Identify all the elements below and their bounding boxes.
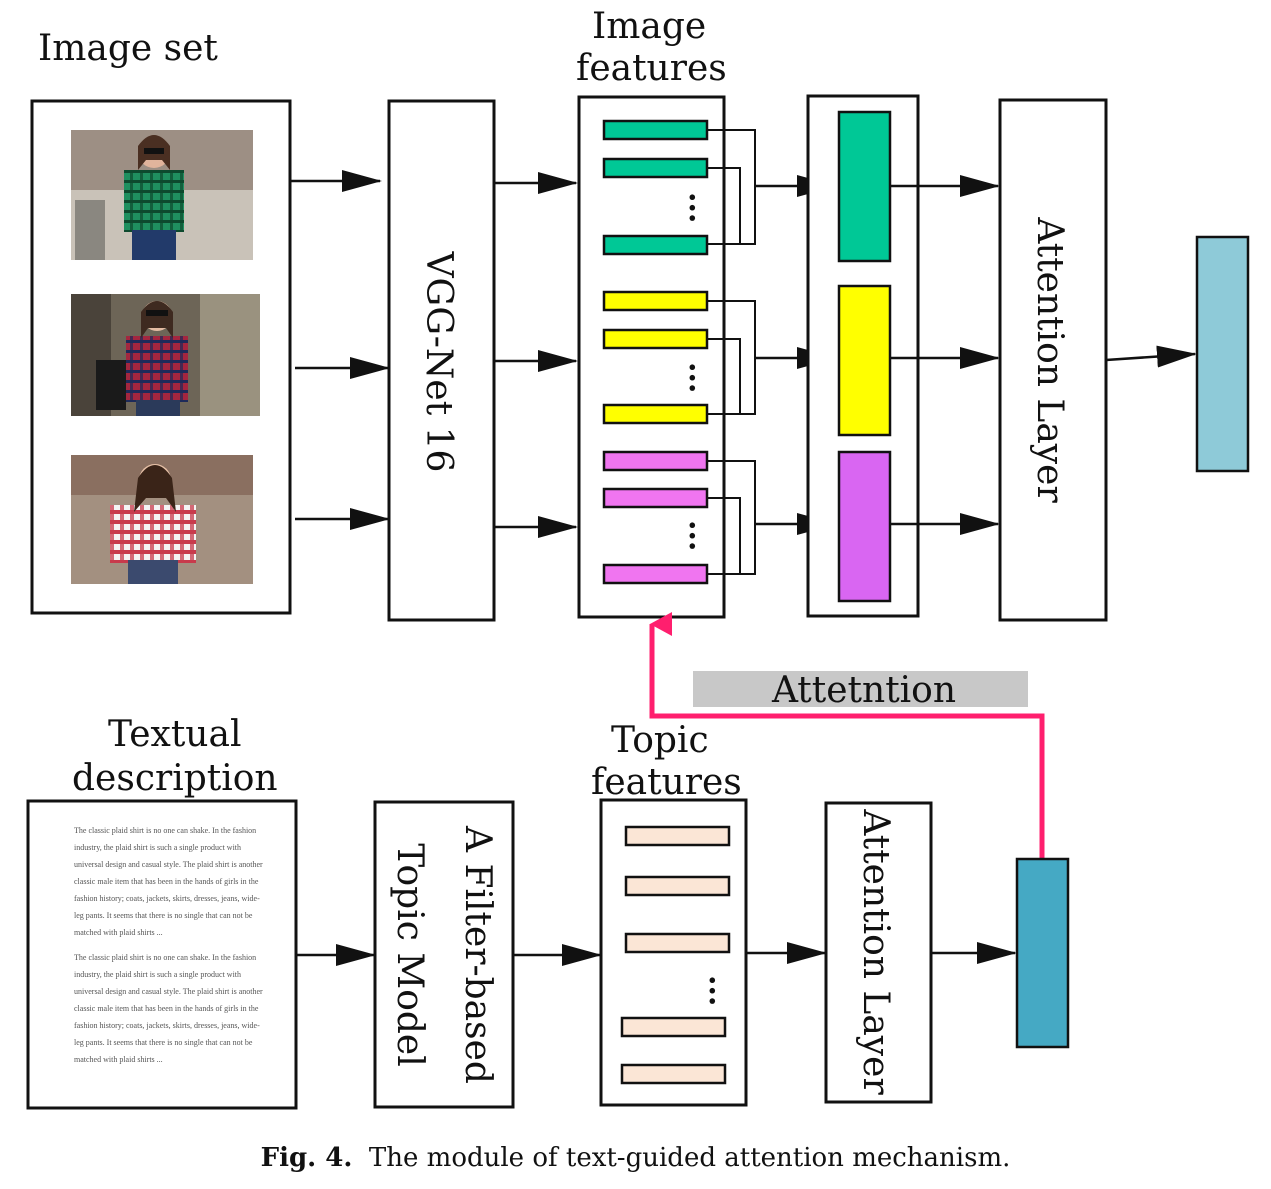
aggregated-bar-green [837, 110, 892, 263]
image-features-box [577, 95, 726, 619]
photo-red-plaid [71, 294, 260, 416]
feature-bar-magenta-3 [602, 563, 709, 585]
attention-tag-label: Attetntion [771, 670, 956, 711]
paragraph-line: classic male item that has been in the h… [74, 877, 259, 886]
feature-bar-magenta-2 [602, 487, 709, 509]
paragraph-line: fashion history; coats, jackets, skirts,… [74, 894, 260, 903]
textual-label-2: description [72, 758, 278, 799]
textual-label-1: Textual [108, 714, 241, 755]
feature-bar-yellow-1 [602, 290, 709, 312]
text-output-vector [1015, 857, 1070, 1049]
topic-model-label-1: A Filter-based [457, 825, 498, 1084]
diagram: Image set Image features [26, 6, 1250, 1110]
paragraph-line: The classic plaid shirt is no one can sh… [74, 953, 256, 962]
feature-bar-green-3 [602, 234, 709, 256]
paragraph-line: universal design and casual style. The p… [74, 860, 263, 869]
paragraph-line: matched with plaid shirts ... [74, 928, 163, 937]
feature-bar-magenta-1 [602, 450, 709, 472]
aggregated-bar-purple [837, 450, 892, 603]
paragraph-1: The classic plaid shirt is no one can sh… [74, 826, 263, 937]
topic-bar-2 [624, 875, 731, 897]
attention-feedback-arrow [649, 612, 1045, 860]
topic-bar-5 [620, 1063, 727, 1085]
attention-layer-bottom-box [824, 801, 933, 1104]
image-features-label-1: Image [592, 6, 706, 47]
vgg-label: VGG-Net 16 [418, 251, 459, 473]
aggregated-bar-yellow [837, 284, 892, 437]
arrow-attn-output [1105, 345, 1197, 368]
feature-bar-green-1 [602, 119, 709, 141]
paragraph-line: industry, the plaid shirt is such a sing… [74, 843, 241, 852]
topic-model-box [373, 800, 515, 1109]
ellipsis-topic: ... [702, 975, 737, 1006]
feature-bar-yellow-3 [602, 403, 709, 425]
topic-model-label-2: Topic Model [389, 843, 430, 1066]
image-output-vector [1195, 235, 1250, 473]
paragraph-line: leg pants. It seems that there is no sin… [74, 1038, 253, 1047]
paragraph-line: leg pants. It seems that there is no sin… [74, 911, 253, 920]
paragraph-line: matched with plaid shirts ... [74, 1055, 163, 1064]
feature-bar-yellow-2 [602, 328, 709, 350]
topic-label-2: features [591, 762, 742, 803]
ellipsis-magenta: ... [682, 520, 717, 551]
topic-bar-1 [624, 825, 731, 847]
vgg-box [387, 99, 496, 622]
attention-layer-top-label: Attention Layer [1029, 216, 1070, 503]
topic-bar-3 [624, 932, 731, 954]
caption-prefix: Fig. 4. [260, 1143, 353, 1173]
figure-caption: Fig. 4. The module of text-guided attent… [0, 1143, 1271, 1173]
paragraph-line: universal design and casual style. The p… [74, 987, 263, 996]
attention-layer-top-box [998, 98, 1108, 622]
photo-red-white-plaid [71, 455, 253, 584]
bracket-magenta [707, 460, 756, 575]
image-features-label-2: features [576, 48, 727, 89]
paragraph-2: The classic plaid shirt is no one can sh… [74, 953, 263, 1064]
ellipsis-green: ... [682, 192, 717, 223]
photo-green-plaid [71, 130, 253, 260]
ellipsis-yellow: ... [682, 362, 717, 393]
attention-layer-bottom-label: Attention Layer [855, 808, 896, 1095]
caption-text: The module of text-guided attention mech… [368, 1143, 1011, 1173]
topic-label-1: Topic [611, 720, 709, 761]
paragraph-line: The classic plaid shirt is no one can sh… [74, 826, 256, 835]
feature-bar-green-2 [602, 157, 709, 179]
attention-tag-bg [693, 671, 1028, 707]
image-set-label: Image set [38, 28, 218, 69]
topic-bar-4 [620, 1016, 727, 1038]
paragraph-line: industry, the plaid shirt is such a sing… [74, 970, 241, 979]
paragraph-line: classic male item that has been in the h… [74, 1004, 259, 1013]
paragraph-line: fashion history; coats, jackets, skirts,… [74, 1021, 260, 1030]
